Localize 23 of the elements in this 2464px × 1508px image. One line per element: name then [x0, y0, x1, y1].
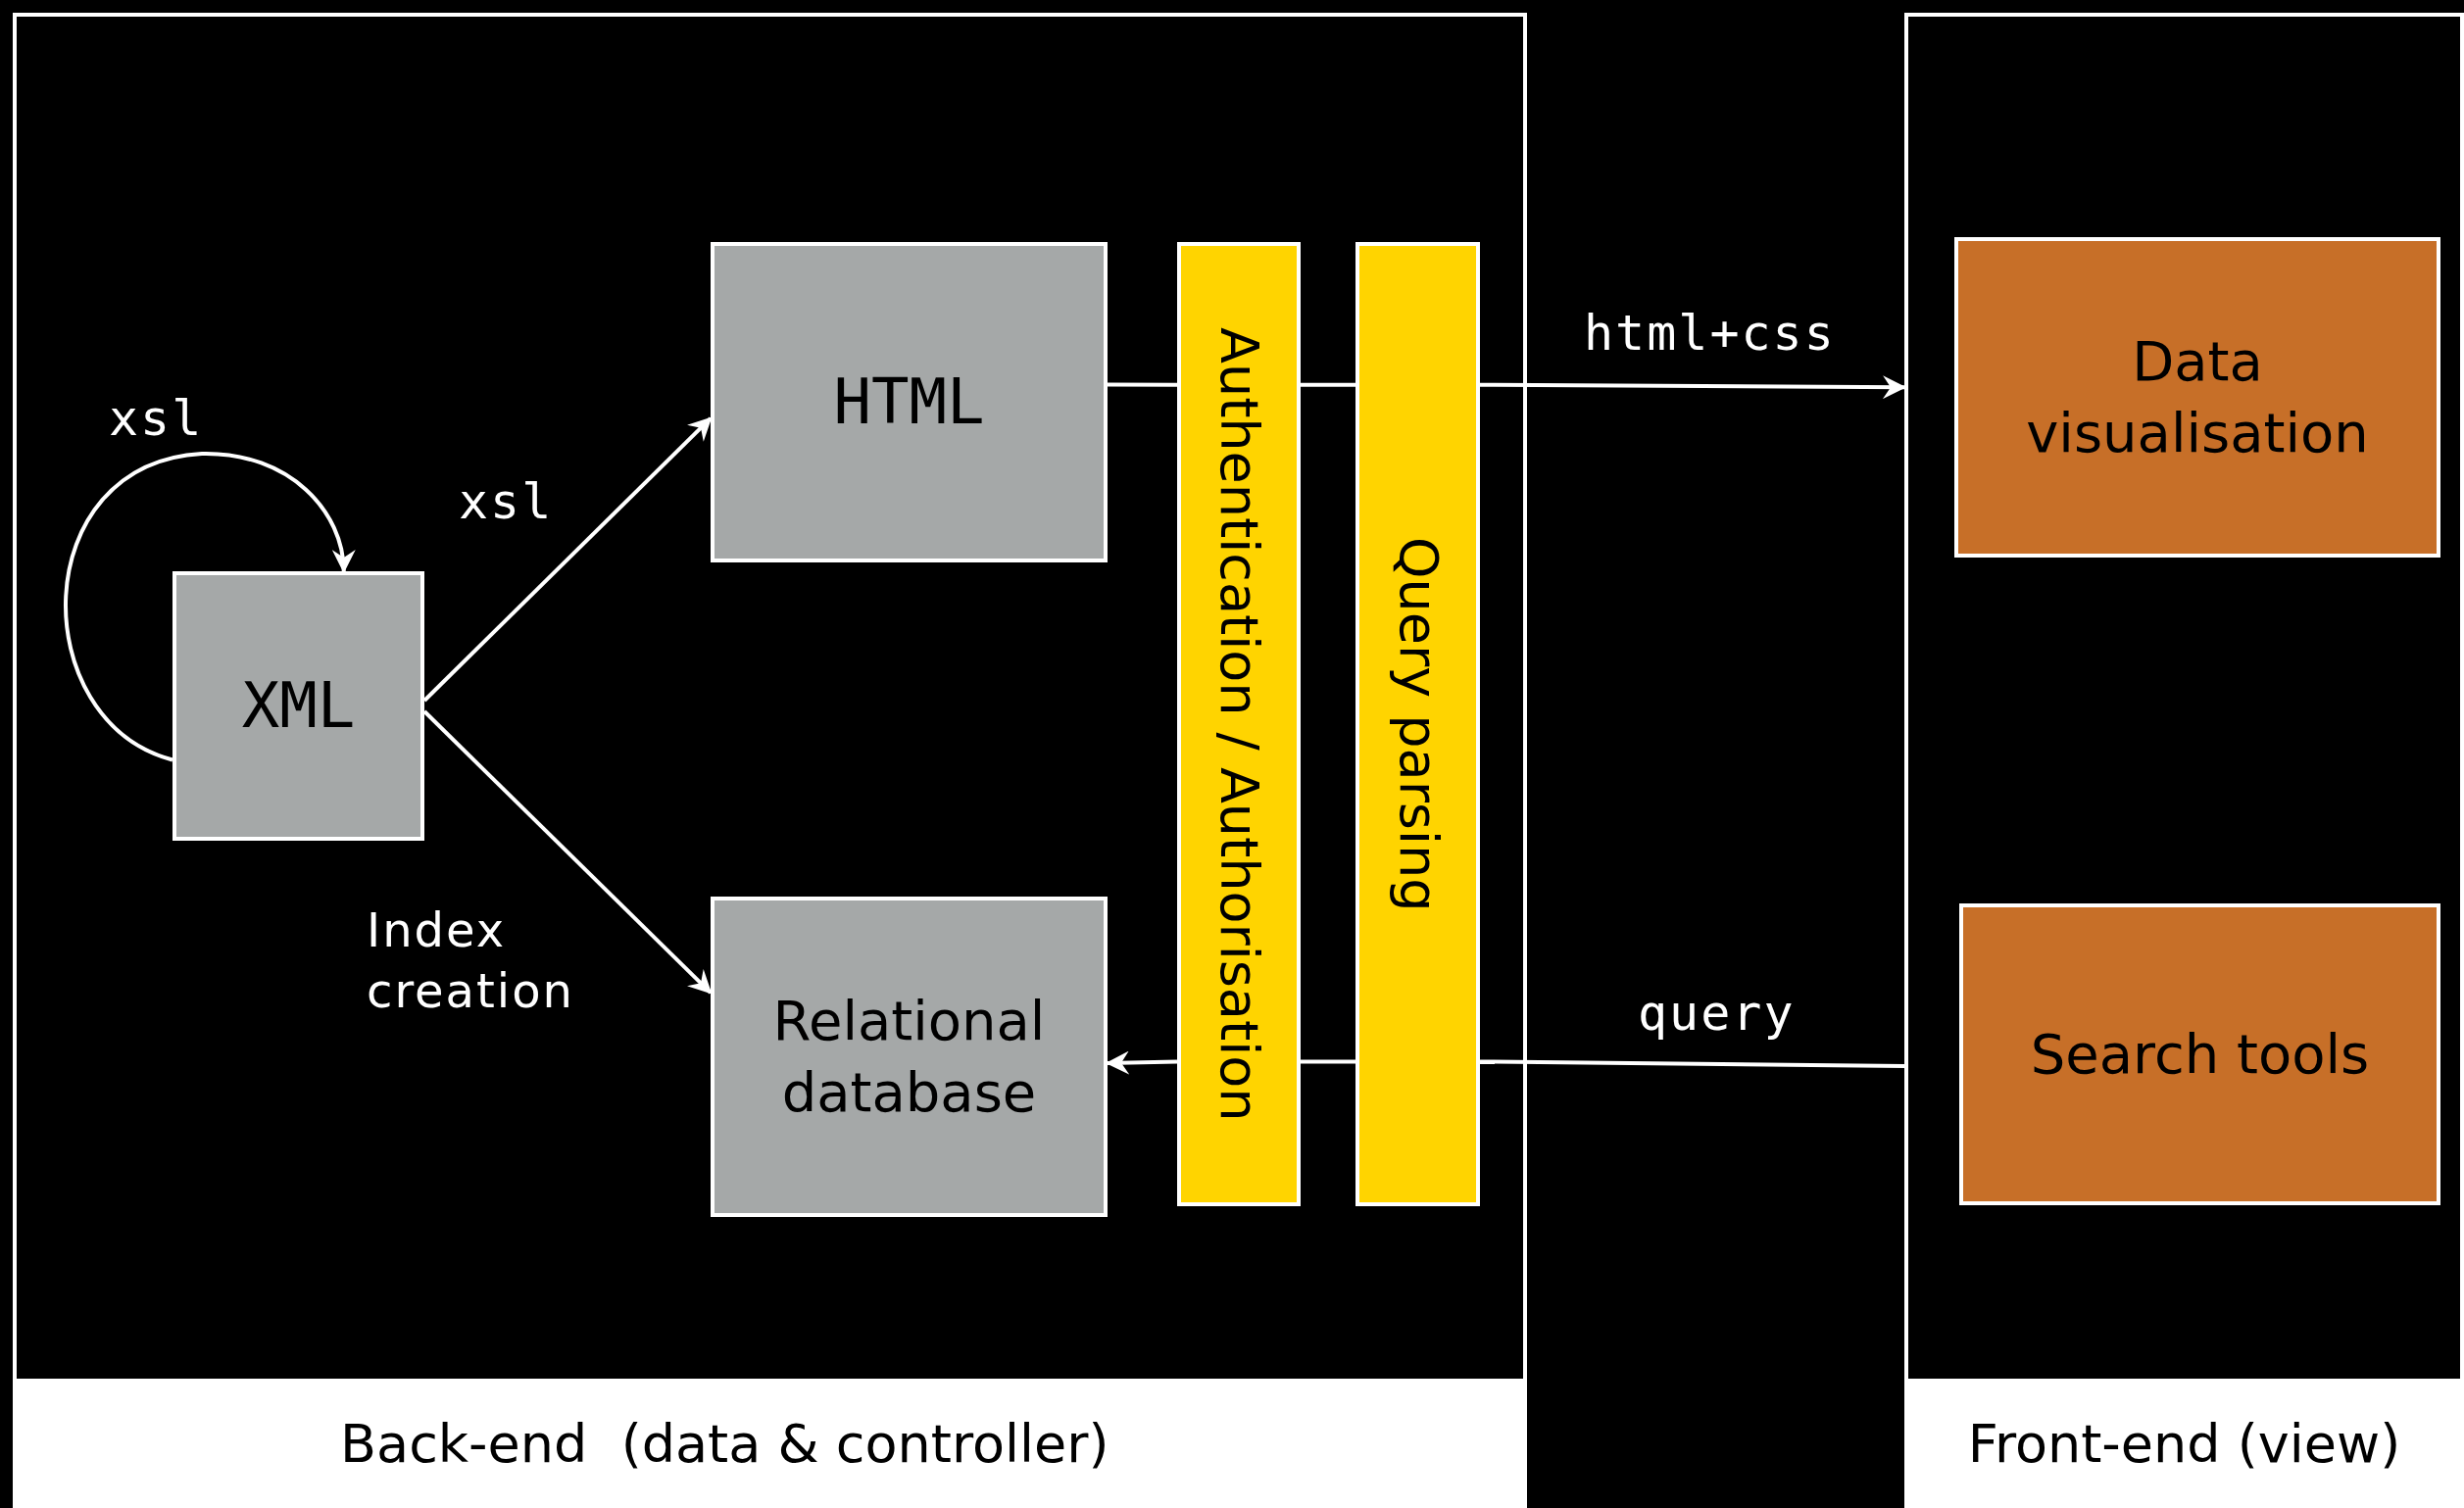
arrow — [422, 709, 713, 995]
box-label: XML — [240, 667, 357, 744]
process-box — [711, 897, 1108, 1217]
panel-heading: Back-end (data & controller) — [340, 1412, 1109, 1475]
arrow — [1480, 375, 1906, 400]
vertical-bar — [1355, 242, 1480, 1206]
view-box — [1954, 237, 2440, 558]
panel-heading: Front-end (view) — [1967, 1412, 2401, 1475]
box-label: Authentication / Authorisation — [1207, 326, 1272, 1122]
arrow — [64, 452, 355, 762]
box-label: Query parsing — [1386, 536, 1451, 912]
view-box — [1959, 903, 2440, 1205]
vertical-bar — [1177, 242, 1301, 1206]
arrow — [1106, 1050, 1178, 1075]
arrow — [422, 416, 713, 703]
box-label: HTML — [832, 364, 986, 440]
panel-outline — [1904, 13, 2464, 1508]
box-label: Search tools — [2029, 1020, 2371, 1088]
box-label: Data visualisation — [2025, 327, 2370, 466]
process-box — [711, 242, 1108, 562]
box-label: Relational database — [771, 987, 1047, 1126]
process-box — [172, 571, 424, 841]
panel-outline — [13, 13, 1527, 1508]
